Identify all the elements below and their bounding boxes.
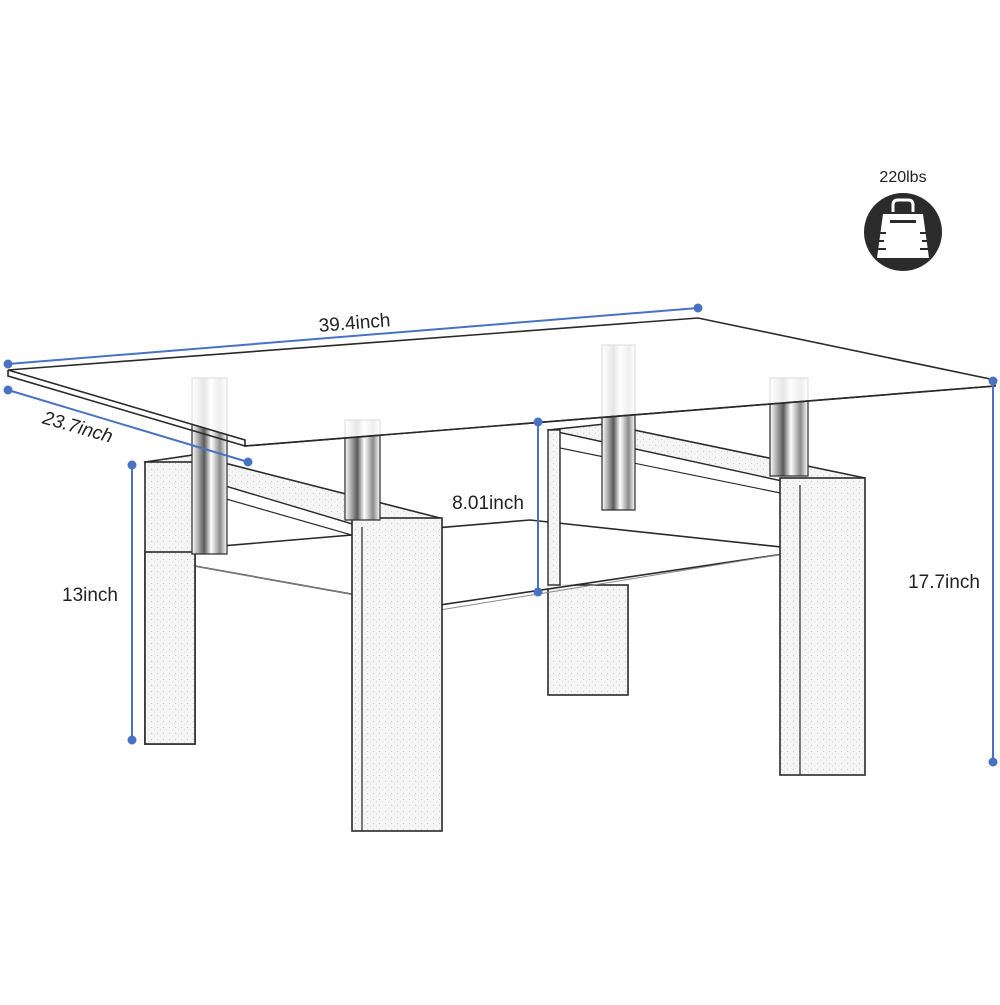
shelf-gap-endpoint-bottom: [533, 587, 543, 597]
shelf-gap-label: 8.01inch: [452, 493, 524, 514]
dimension-lines: [3, 303, 998, 767]
glass-tabletop: [7, 317, 996, 447]
depth-label: 23.7inch: [39, 407, 115, 447]
depth-endpoint-right: [243, 457, 253, 467]
total-height-endpoint-bottom: [988, 757, 998, 767]
lower-glass-shelf: [149, 519, 791, 611]
left-frame: [143, 454, 443, 832]
shelf-gap-endpoint-top: [533, 417, 543, 427]
weight-capacity: 220lbs: [864, 169, 942, 271]
back-right-leg: [547, 584, 629, 696]
total-height-label: 17.7inch: [908, 572, 980, 593]
weight-bag-icon: [864, 193, 942, 271]
depth-dimension-line: [7, 389, 249, 463]
leg-height-endpoint-bottom: [127, 735, 137, 745]
length-endpoint-right: [693, 303, 703, 313]
weight-capacity-label: 220lbs: [879, 169, 926, 186]
length-dimension-line: [7, 307, 699, 365]
leg-height-label: 13inch: [62, 585, 118, 606]
length-endpoint-left: [3, 359, 13, 369]
depth-endpoint-left: [3, 385, 13, 395]
total-height-endpoint-top: [988, 376, 998, 386]
leg-height-endpoint-top: [127, 460, 137, 470]
